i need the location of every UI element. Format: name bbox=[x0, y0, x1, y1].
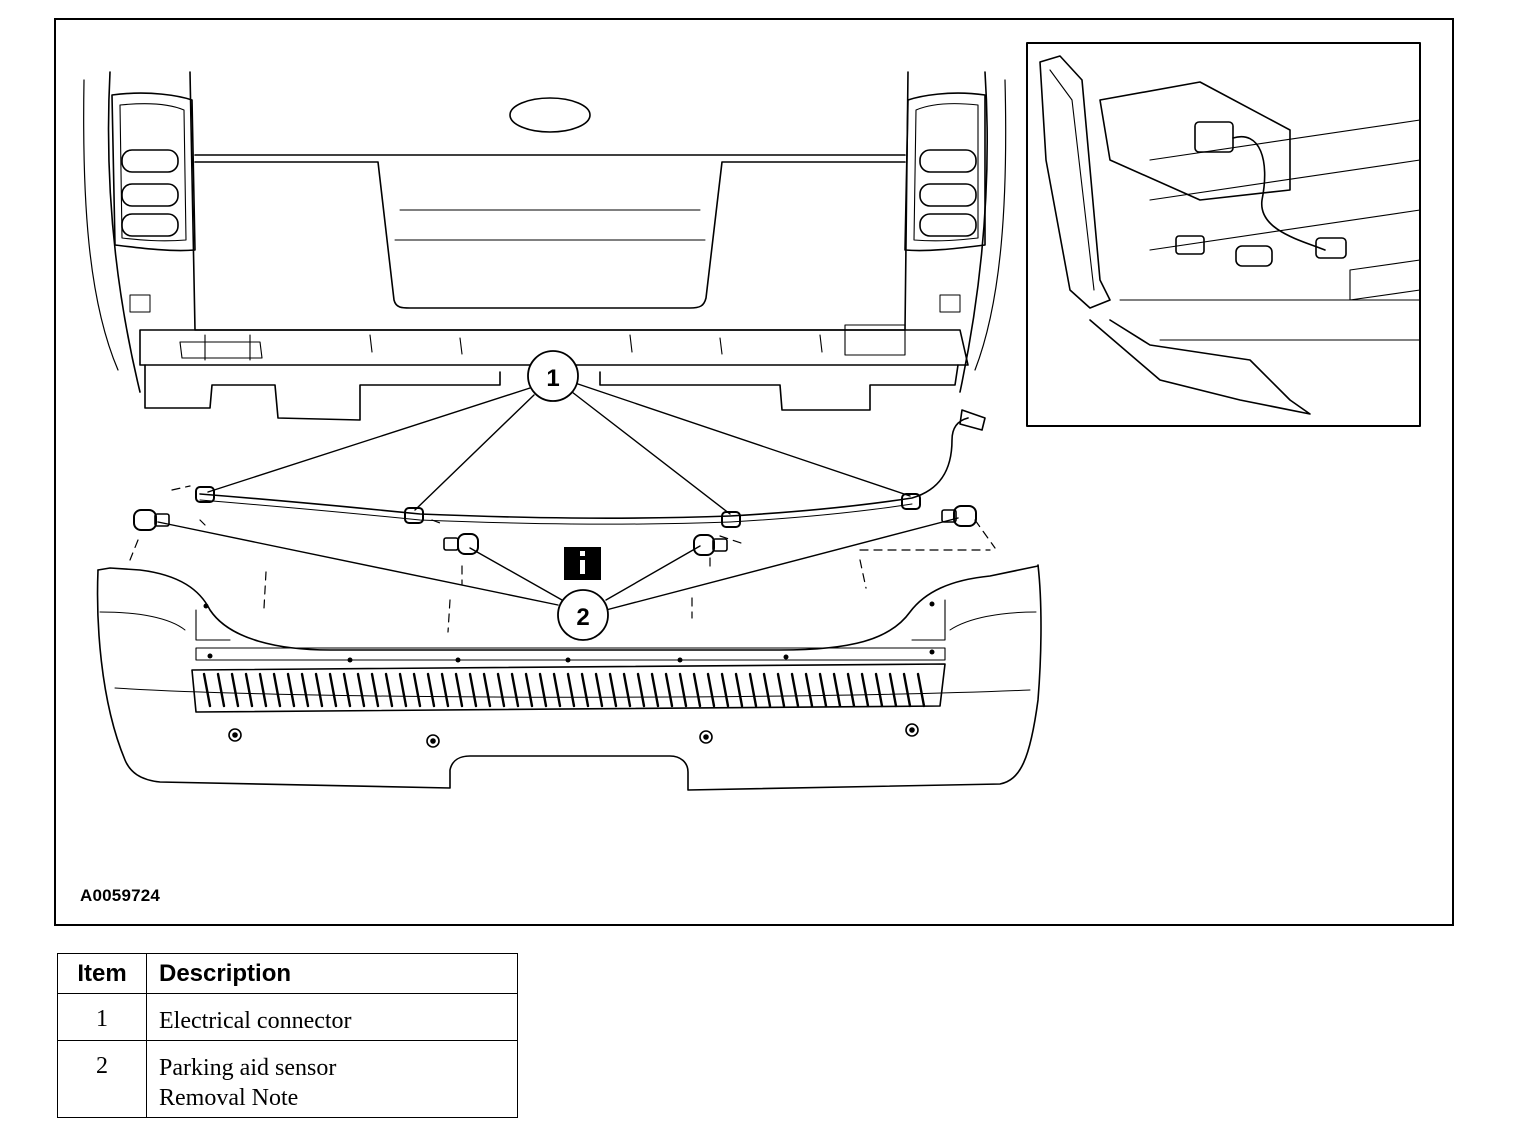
leader-lines bbox=[157, 383, 959, 611]
legend-description-text: Parking aid sensor bbox=[159, 1055, 337, 1081]
legend-description-text: Electrical connector bbox=[159, 1008, 352, 1034]
inset-detail-view bbox=[1026, 42, 1421, 427]
legend-item-description: Electrical connector bbox=[146, 993, 518, 1041]
legend-item-description: Parking aid sensor Removal Note bbox=[146, 1040, 518, 1118]
parking-aid-sensor-d bbox=[941, 505, 977, 527]
bumper-reinforcement bbox=[129, 294, 969, 421]
callout-2: 2 bbox=[557, 589, 609, 641]
electrical-connector-1c bbox=[721, 511, 741, 528]
legend-table: Item Description 1 Electrical connector … bbox=[57, 953, 518, 1118]
electrical-connector-1a bbox=[195, 486, 215, 503]
callout-1-label: 1 bbox=[546, 365, 559, 392]
figure-frame bbox=[54, 18, 1454, 926]
parking-aid-sensors bbox=[129, 485, 996, 633]
parking-aid-sensor-c bbox=[693, 534, 728, 556]
rear-bumper-cover bbox=[96, 564, 1042, 791]
legend-header-description: Description bbox=[146, 953, 518, 994]
callout-1: 1 bbox=[527, 350, 579, 402]
parking-aid-sensor-a bbox=[133, 509, 170, 531]
electrical-connector-1b bbox=[404, 507, 424, 524]
sensor-holes bbox=[228, 723, 919, 748]
electrical-connector-1d bbox=[901, 493, 921, 510]
liftgate bbox=[189, 71, 909, 331]
legend-header-item: Item bbox=[57, 953, 147, 994]
legend-item-number: 2 bbox=[57, 1040, 147, 1118]
table-row: 2 Parking aid sensor Removal Note bbox=[57, 1040, 518, 1118]
legend-header-row: Item Description bbox=[57, 953, 518, 994]
figure-id: A0059724 bbox=[80, 886, 161, 905]
right-tail-lamp bbox=[904, 92, 986, 252]
wiring-harness bbox=[195, 409, 986, 528]
legend-item-number: 1 bbox=[57, 993, 147, 1041]
removal-note-link[interactable]: Removal Note bbox=[159, 1085, 299, 1111]
info-icon[interactable] bbox=[564, 547, 601, 580]
vehicle-rear-body bbox=[83, 71, 1007, 421]
callout-2-label: 2 bbox=[576, 604, 589, 631]
table-row: 1 Electrical connector bbox=[57, 993, 518, 1041]
fastener-dots bbox=[203, 601, 935, 663]
parking-aid-sensor-b bbox=[443, 533, 479, 555]
exploded-view-diagram: 1 2 bbox=[83, 42, 1421, 791]
left-tail-lamp bbox=[111, 92, 196, 252]
step-pad-grille bbox=[191, 663, 946, 713]
